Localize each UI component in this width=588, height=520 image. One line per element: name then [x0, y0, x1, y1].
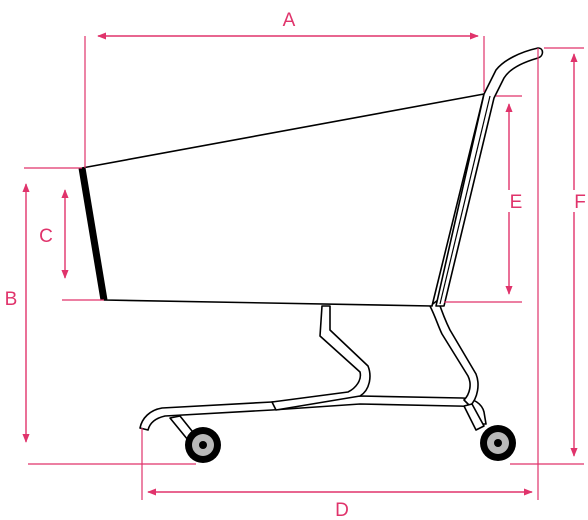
dimension-arrows [22, 32, 578, 496]
label-c: C [39, 226, 53, 247]
label-b: B [5, 289, 18, 310]
label-a: A [283, 10, 296, 31]
label-f: F [574, 192, 586, 213]
cart-base-frame [139, 299, 487, 441]
label-d: D [335, 500, 349, 520]
dimension-labels: A B C D E F [2, 8, 588, 520]
cart-handle [435, 47, 544, 307]
front-wheel [185, 427, 221, 463]
cart-front-bumper [78, 167, 108, 301]
extension-lines [24, 36, 584, 500]
shopping-cart [78, 47, 544, 463]
rear-wheel [480, 425, 516, 461]
label-e: E [510, 192, 523, 213]
cart-basket [78, 93, 485, 307]
